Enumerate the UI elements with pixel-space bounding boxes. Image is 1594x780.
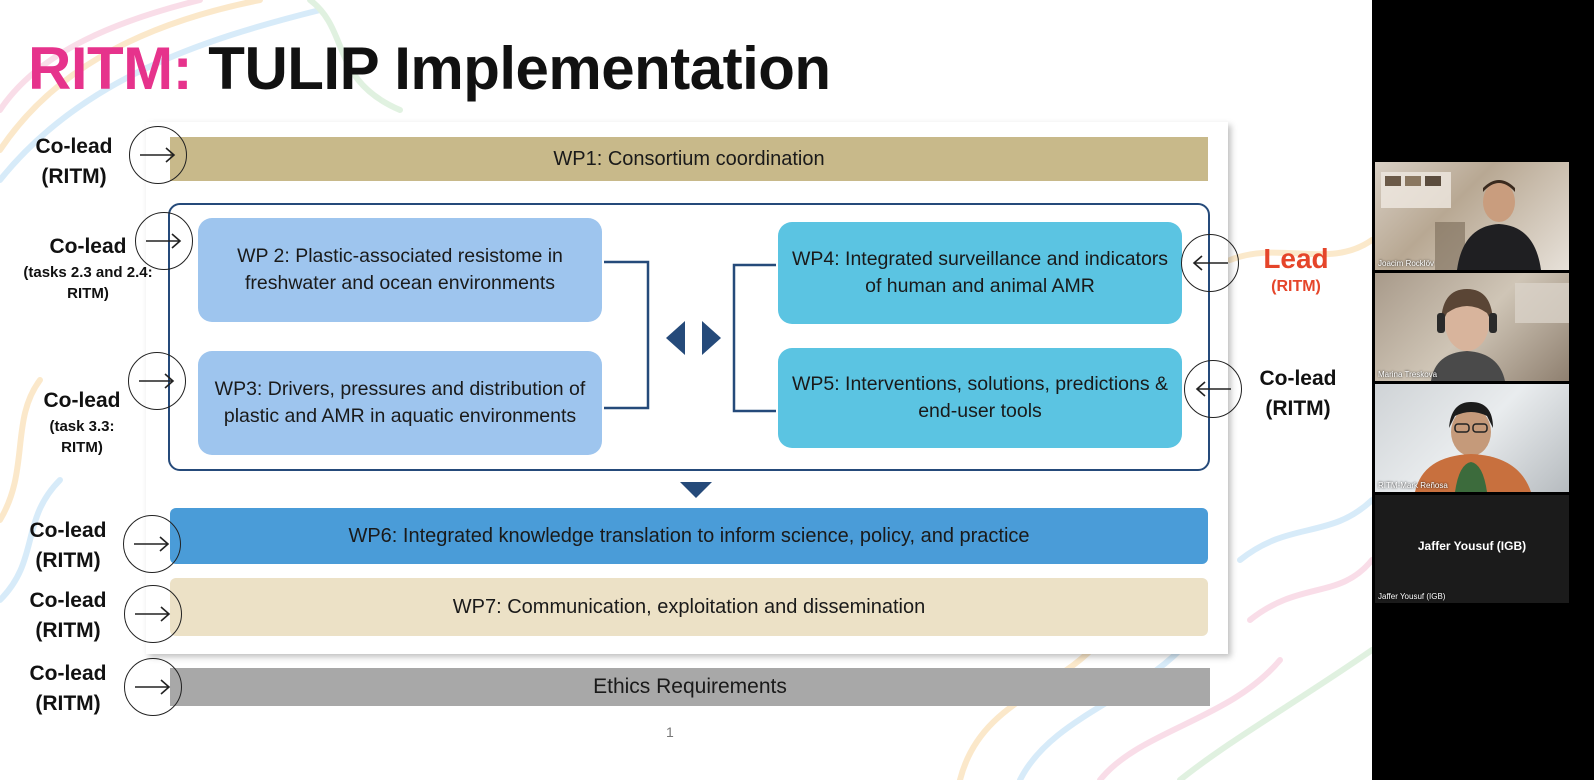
ethics-bar: Ethics Requirements <box>170 668 1210 706</box>
participant-name: Joacim Rocklöv <box>1378 259 1435 268</box>
participant-video <box>1415 402 1531 492</box>
wp4-role-main: Lead <box>1263 243 1329 274</box>
arrow-left-icon <box>1184 360 1242 418</box>
title-main: TULIP Implementation <box>208 35 831 102</box>
arrow-right-icon <box>135 212 193 270</box>
ethics-role: Co-lead (RITM) <box>22 659 114 719</box>
ethics-role-main: Co-lead (RITM) <box>29 662 107 715</box>
wp6-role: Co-lead (RITM) <box>22 516 114 576</box>
wp2-role-main: Co-lead <box>49 235 127 258</box>
wp1-role-main: Co-lead (RITM) <box>35 135 113 188</box>
wp1-role: Co-lead (RITM) <box>28 132 120 192</box>
wp3-role-sub: (task 3.3: RITM) <box>49 418 115 456</box>
wp2-box: WP 2: Plastic-associated resistome in fr… <box>198 218 602 322</box>
arrow-right-icon <box>128 352 186 410</box>
participant-panel: Joacim Rocklöv Marina Treskova RITM-Mark… <box>1372 0 1594 780</box>
page-number: 1 <box>666 724 674 740</box>
wp2-role: Co-lead (tasks 2.3 and 2.4: RITM) <box>8 232 168 304</box>
participant-video <box>1381 172 1541 270</box>
wp5-role: Co-lead (RITM) <box>1250 364 1346 424</box>
arrow-left-icon <box>1181 234 1239 292</box>
wp4-role: Lead (RITM) <box>1248 242 1344 297</box>
participant-tile[interactable]: RITM-Mark Reñosa <box>1375 384 1569 492</box>
wp1-bar: WP1: Consortium coordination <box>170 137 1208 181</box>
wp3-role: Co-lead (task 3.3: RITM) <box>36 386 128 458</box>
wp6-role-main: Co-lead (RITM) <box>29 519 107 572</box>
arrow-right-icon <box>123 515 181 573</box>
wp4-role-sub: (RITM) <box>1271 278 1321 295</box>
wp7-role-main: Co-lead (RITM) <box>29 589 107 642</box>
title-accent: RITM: <box>28 35 193 102</box>
wp6-bar: WP6: Integrated knowledge translation to… <box>170 508 1208 564</box>
arrow-right-icon <box>129 126 187 184</box>
wp7-bar: WP7: Communication, exploitation and dis… <box>170 578 1208 636</box>
participant-name: Jaffer Yousuf (IGB) <box>1378 592 1446 601</box>
participant-tile[interactable]: Marina Treskova <box>1375 273 1569 381</box>
wp3-box: WP3: Drivers, pressures and distribution… <box>198 351 602 455</box>
arrow-right-icon <box>124 585 182 643</box>
slide-title: RITM: TULIP Implementation <box>28 34 831 104</box>
wp5-role-main: Co-lead (RITM) <box>1259 367 1337 420</box>
participant-name: Marina Treskova <box>1378 370 1438 379</box>
wp2-role-sub: (tasks 2.3 and 2.4: RITM) <box>23 264 153 302</box>
participant-display-name: Jaffer Yousuf (IGB) <box>1417 539 1527 553</box>
background-swirls <box>0 0 1372 780</box>
participant-tile[interactable]: Jaffer Yousuf (IGB) Jaffer Yousuf (IGB) <box>1375 495 1569 603</box>
participant-video <box>1431 283 1569 381</box>
wp4-box: WP4: Integrated surveillance and indicat… <box>778 222 1182 324</box>
wp7-role: Co-lead (RITM) <box>22 586 114 646</box>
presentation-slide: RITM: TULIP Implementation WP1: Consorti… <box>0 0 1372 780</box>
wp2-5-frame <box>168 203 1210 471</box>
participant-name: RITM-Mark Reñosa <box>1378 481 1448 490</box>
wp5-box: WP5: Interventions, solutions, predictio… <box>778 348 1182 448</box>
participant-tile[interactable]: Joacim Rocklöv <box>1375 162 1569 270</box>
arrow-right-icon <box>124 658 182 716</box>
wp3-role-main: Co-lead <box>43 389 121 412</box>
